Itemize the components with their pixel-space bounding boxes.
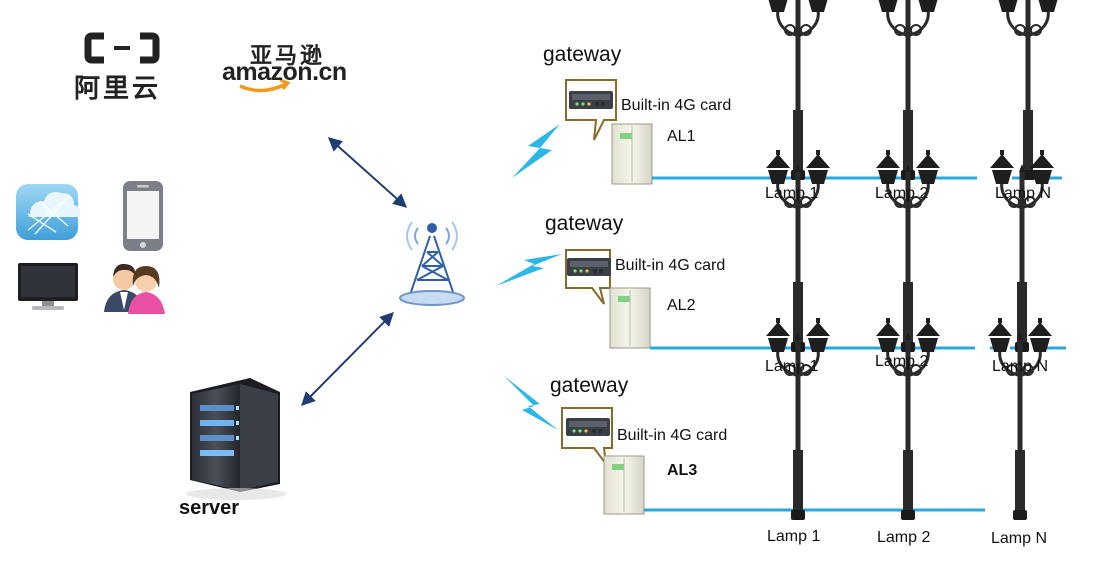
lamp-post-icon — [986, 316, 1054, 522]
branch-3 — [504, 316, 1054, 522]
controller-cabinet — [603, 455, 645, 515]
lamp-label: Lamp 2 — [875, 185, 929, 202]
lamp-label: Lamp N — [991, 530, 1048, 547]
lightning-icon — [512, 124, 560, 178]
cloud-link-arrow — [327, 137, 408, 208]
gateway-callout — [565, 79, 617, 141]
lamp-post-icon — [874, 148, 942, 354]
card-label: Built-in 4G card — [615, 257, 726, 274]
lamp-post-icon — [764, 0, 832, 182]
lamp-post-icon — [874, 316, 942, 522]
gateway-label: gateway — [543, 43, 622, 66]
branch-2 — [496, 148, 1066, 354]
lamp-post-icon — [874, 0, 942, 182]
gateway-label: gateway — [550, 374, 629, 397]
server-icon — [186, 378, 286, 500]
lamp-label: Lamp 1 — [765, 358, 819, 375]
lamp-post-icon — [764, 316, 832, 522]
branch-1 — [512, 0, 1062, 185]
amazon-brand-text: amazon.cn — [222, 58, 347, 86]
lamp-label: Lamp 1 — [767, 528, 821, 545]
gateway-label: gateway — [545, 212, 624, 235]
controller-label: AL1 — [667, 128, 696, 145]
controller-cabinet — [611, 123, 653, 185]
aliyun-brand-text: 阿里云 — [74, 74, 162, 104]
cloud-icon — [16, 184, 81, 240]
card-label: Built-in 4G card — [617, 427, 728, 444]
lamp-label: Lamp 2 — [875, 353, 929, 370]
lightning-icon — [504, 376, 558, 430]
monitor-icon — [18, 263, 78, 310]
lamp-post-icon — [994, 0, 1062, 182]
controller-label: AL2 — [667, 297, 696, 314]
lamp-post-icon — [764, 148, 832, 354]
cell-tower-icon — [399, 221, 465, 306]
controller-label: AL3 — [667, 462, 698, 479]
lamp-label: Lamp 2 — [877, 529, 931, 546]
lamp-label: Lamp N — [992, 358, 1049, 375]
server-link-arrow — [301, 312, 394, 406]
lamp-label: Lamp N — [995, 185, 1052, 202]
users-icon — [104, 263, 165, 314]
gateway-callout — [565, 249, 611, 305]
smartphone-icon — [123, 181, 163, 251]
lamp-label: Lamp 1 — [765, 185, 819, 202]
aliyun-logo — [84, 32, 160, 64]
amazon-cn-brand-text: 亚马逊 — [250, 44, 326, 69]
card-label: Built-in 4G card — [621, 97, 732, 114]
controller-cabinet — [609, 287, 651, 349]
amazon-smile-icon — [239, 82, 287, 93]
server-label: server — [179, 497, 240, 519]
lightning-icon — [496, 254, 562, 286]
